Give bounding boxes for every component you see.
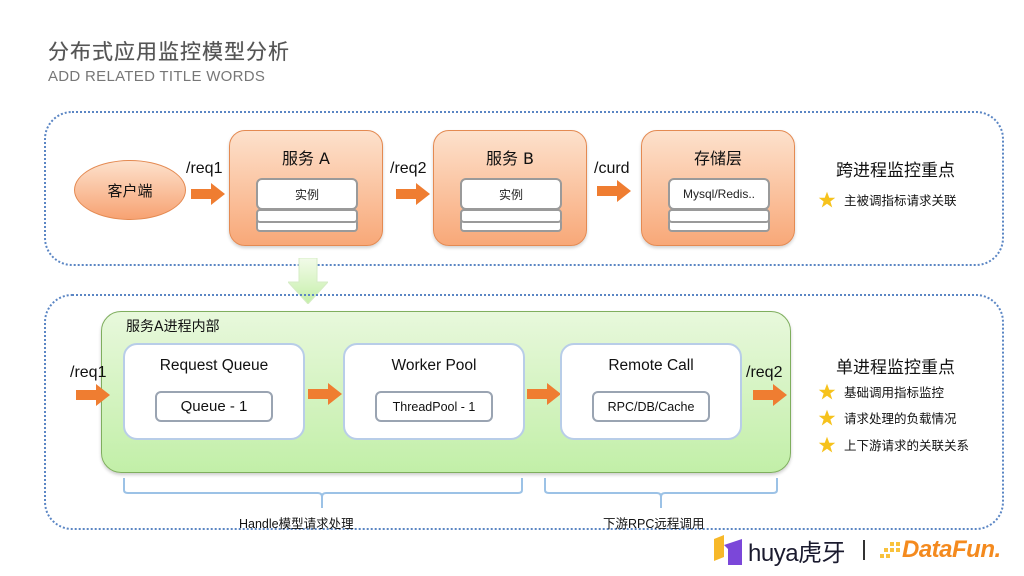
instance-stack: Mysql/Redis.. [668,178,770,232]
focus-bullet-text: 主被调指标请求关联 [844,193,957,208]
datafun-logo-text: DataFun. [902,536,1001,563]
focus-bullet: 主被调指标请求关联 [818,190,957,209]
client-label: 客户端 [107,181,153,200]
service-a-box: 服务 A 实例 [229,130,383,246]
focus-bullet: 基础调用指标监控 [818,382,944,401]
worker-pool-title: Worker Pool [391,357,477,374]
huya-logo-icon [714,535,742,565]
datafun-dots-icon [880,542,900,558]
handle-model-label: Handle模型请求处理 [239,517,354,531]
focus-bullet: 上下游请求的关联关系 [818,435,969,454]
star-icon [818,409,836,425]
instance-stack: 实例 [256,178,358,232]
arrow-right-icon [191,183,225,205]
arrow-right-icon [597,180,631,202]
worker-pool-box: Worker Pool ThreadPool - 1 [343,343,525,440]
remote-call-title: Remote Call [608,357,694,374]
arrow-label-curd: /curd [594,160,630,177]
focus-bullet-text: 请求处理的负载情况 [844,411,957,426]
client-node: 客户端 [74,160,186,220]
page-title: 分布式应用监控模型分析 [48,40,290,64]
arrow-right-icon [308,383,342,405]
service-b-title: 服务 B [485,149,535,168]
arrow-label-req2-out: /req2 [746,364,783,381]
arrow-right-icon [396,183,430,205]
request-queue-box: Request Queue Queue - 1 [123,343,305,440]
downstream-rpc-label: 下游RPC远程调用 [603,517,705,531]
arrow-label-req1: /req1 [186,160,223,177]
star-icon [818,436,836,452]
service-b-box: 服务 B 实例 [433,130,587,246]
remote-call-box: Remote Call RPC/DB/Cache [560,343,742,440]
arrow-label-req1-in: /req1 [70,364,107,381]
instance-label: 实例 [256,178,358,210]
storage-box: 存储层 Mysql/Redis.. [641,130,795,246]
focus-bullet-text: 基础调用指标监控 [844,385,945,400]
huya-logo: huya虎牙 [714,532,846,568]
handle-model-bracket [122,478,524,508]
threadpool-label: ThreadPool - 1 [375,391,493,422]
request-queue-title: Request Queue [159,357,269,374]
storage-title: 存储层 [693,149,742,168]
single-process-panel [44,294,1004,530]
instance-stack: 实例 [460,178,562,232]
rpc-db-cache-label: RPC/DB/Cache [592,391,710,422]
page-subtitle: ADD RELATED TITLE WORDS [48,68,266,85]
star-icon [818,383,836,399]
star-icon [818,191,836,207]
arrow-right-icon [76,384,110,406]
queue-label: Queue - 1 [155,391,273,422]
single-process-focus-title: 单进程监控重点 [836,358,955,378]
logo-separator [863,540,865,560]
focus-bullet-text: 上下游请求的关联关系 [844,438,970,453]
arrow-right-icon [527,383,561,405]
cross-process-focus-title: 跨进程监控重点 [836,161,955,181]
arrow-down-icon [286,257,330,305]
cross-process-panel [44,111,1004,266]
instance-label: 实例 [460,178,562,210]
process-container-title: 服务A进程内部 [126,319,220,335]
huya-logo-text: huya虎牙 [748,539,846,567]
service-a-title: 服务 A [281,149,331,168]
instance-label: Mysql/Redis.. [668,178,770,210]
arrow-right-icon [753,384,787,406]
focus-bullet: 请求处理的负载情况 [818,408,957,427]
datafun-logo: DataFun. [880,532,1001,568]
arrow-label-req2: /req2 [390,160,427,177]
downstream-rpc-bracket [543,478,779,508]
